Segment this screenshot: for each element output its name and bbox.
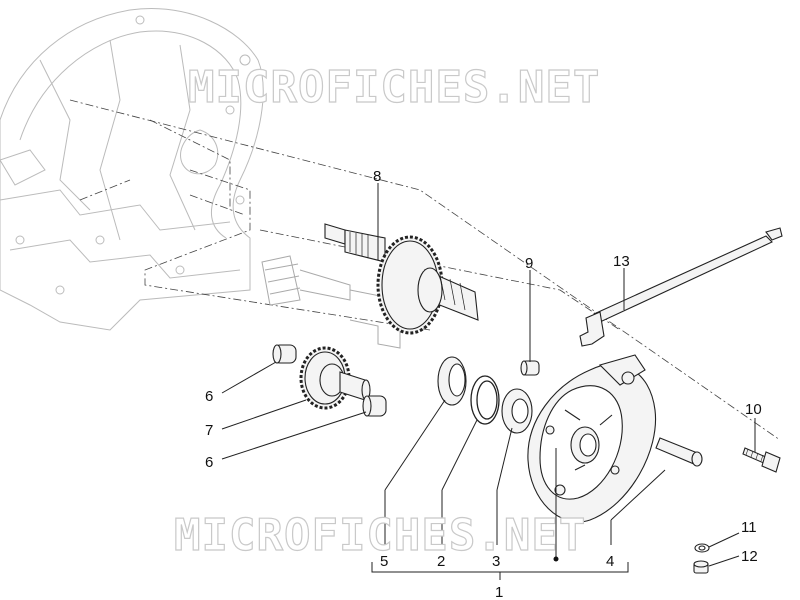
leader-lines	[221, 183, 756, 580]
callout-5: 5	[380, 553, 388, 570]
oil-seal-part	[437, 356, 467, 406]
needle-bearing-lower-part	[362, 395, 387, 417]
callout-13: 13	[613, 253, 630, 270]
shaft-with-gear-part	[324, 223, 479, 335]
intermediate-gear-part	[299, 346, 371, 410]
callout-7: 7	[205, 422, 213, 439]
ball-bearing-part	[501, 388, 533, 434]
callout-1: 1	[495, 584, 503, 600]
transmission-cover-part	[527, 354, 657, 523]
washer-part	[694, 543, 710, 553]
callout-6-lower: 6	[205, 454, 213, 471]
assembly-dot	[553, 556, 559, 562]
dowel-pin-part	[655, 437, 703, 467]
callout-2: 2	[437, 553, 445, 570]
callout-3: 3	[492, 553, 500, 570]
needle-bearing-upper-part	[272, 344, 297, 364]
callout-8: 8	[373, 168, 381, 185]
callout-10: 10	[745, 401, 762, 418]
bush-part	[520, 360, 540, 376]
callout-9: 9	[525, 255, 533, 272]
callout-11: 11	[741, 519, 757, 536]
callout-12: 12	[741, 548, 758, 565]
callout-4: 4	[606, 553, 614, 570]
screw-part	[742, 447, 781, 473]
circlip-part	[470, 375, 500, 425]
engine-casing-ghost	[0, 8, 264, 331]
drive-shaft-ghost	[261, 255, 401, 349]
callout-6-upper: 6	[205, 388, 213, 405]
breather-pipe-part	[579, 227, 783, 347]
drain-screw-part	[693, 560, 709, 574]
watermark-bottom: MICROFICHES.NET	[174, 510, 586, 561]
watermark-top: MICROFICHES.NET	[188, 62, 600, 113]
